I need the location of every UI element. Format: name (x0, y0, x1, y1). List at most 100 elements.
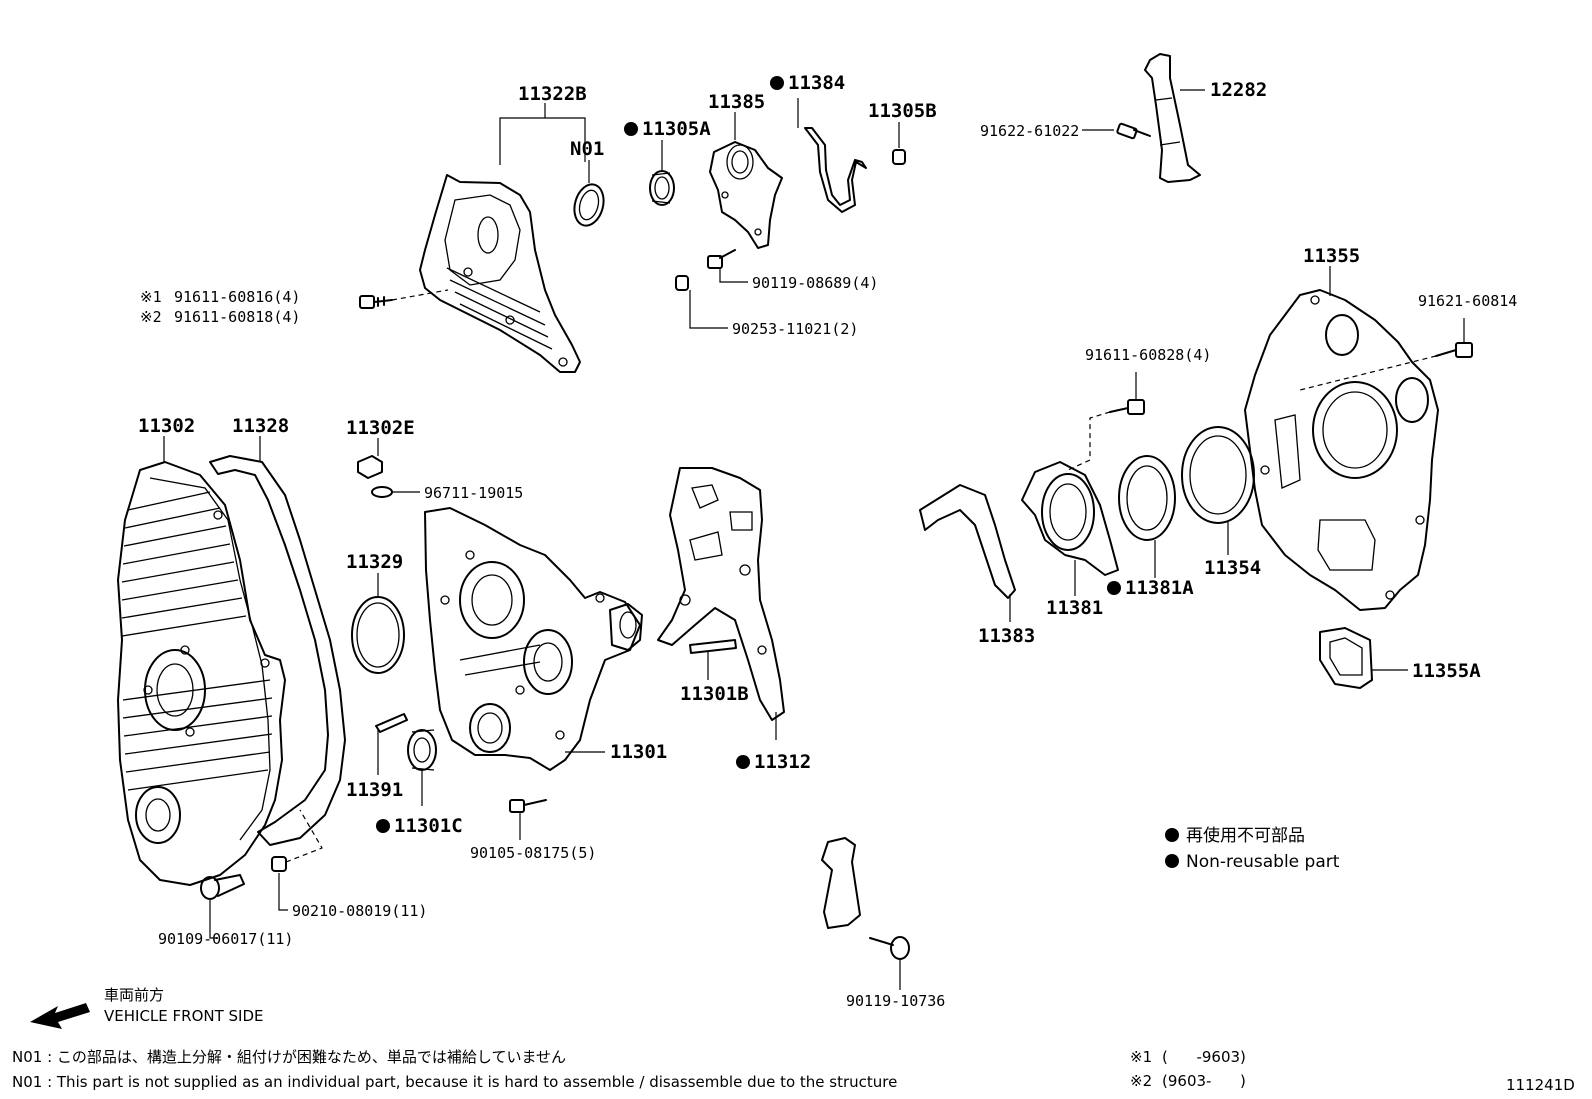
label-11305b: 11305B (868, 100, 937, 122)
part-11355-end-plate[interactable] (1244, 289, 1439, 611)
label-11354: 11354 (1204, 557, 1261, 579)
part-11328-gasket[interactable] (209, 455, 346, 846)
part-11385-retainer[interactable] (709, 141, 783, 249)
label-11301b: 11301B (680, 683, 749, 705)
nonreusable-mark-11312 (736, 755, 750, 769)
bolt-90105-08175[interactable] (509, 799, 547, 813)
diagram-id: 111241D (1506, 1076, 1575, 1094)
direction-jp: 車両前方 (104, 986, 164, 1004)
bolt-91611-60828[interactable] (1109, 399, 1145, 415)
label-12282: 12282 (1210, 79, 1267, 101)
leader-90119-08689 (719, 268, 748, 283)
nonreusable-mark-11384 (770, 76, 784, 90)
vehicle-front-indicator: 車両前方 VEHICLE FRONT SIDE (30, 986, 264, 1029)
part-11301-timing-case[interactable] (424, 507, 643, 771)
footnotes: N01 : この部品は、構造上分解・組付けが困難なため、単品では補給していません… (12, 1048, 1575, 1094)
label-11302: 11302 (138, 415, 195, 437)
part-12282-bracket[interactable] (1144, 53, 1201, 183)
part-11305a-oil-seal[interactable] (649, 170, 675, 206)
dash-91611-60828 (1067, 411, 1111, 471)
label-90119-08689: 90119-08689(4) (752, 274, 878, 292)
note-jp: N01 : この部品は、構造上分解・組付けが困難なため、単品では補給していません (12, 1048, 566, 1066)
label-91611-60818: 91611-60818(4) (174, 308, 300, 326)
part-11301b-stud[interactable] (689, 639, 737, 654)
part-11302-timing-cover[interactable] (117, 461, 286, 886)
label-11301c: 11301C (394, 815, 463, 837)
part-11391-pin[interactable] (375, 713, 408, 733)
label-11355: 11355 (1303, 245, 1360, 267)
part-lower-bracket[interactable] (821, 837, 861, 929)
part-11329-oring[interactable] (351, 596, 405, 674)
label-11383: 11383 (978, 625, 1035, 647)
part-11355a-cover[interactable] (1319, 627, 1373, 689)
label-96711-19015: 96711-19015 (424, 484, 523, 502)
applicability-1-mark: ※1 (1130, 1048, 1152, 1066)
label-91621-60814: 91621-60814 (1418, 292, 1517, 310)
applicability-2-mark: ※2 (1130, 1072, 1152, 1090)
legend: 再使用不可部品 Non-reusable part (1165, 825, 1340, 872)
label-11384: 11384 (788, 72, 845, 94)
part-11305b-pin[interactable] (892, 149, 906, 165)
label-90210-08019: 90210-08019(11) (292, 902, 427, 920)
leader-11322b (499, 117, 586, 165)
part-11384-gasket[interactable] (804, 127, 867, 213)
bolt-91611-60816[interactable] (359, 295, 393, 309)
note-en: N01 : This part is not supplied as an in… (12, 1073, 897, 1091)
label-11391: 11391 (346, 779, 403, 801)
label-11305a: 11305A (642, 118, 711, 140)
part-n01-seal[interactable] (570, 181, 608, 229)
label-11355a: 11355A (1412, 660, 1481, 682)
applicability-1-range: ( -9603) (1162, 1048, 1246, 1066)
bolt-90119-08689[interactable] (707, 249, 736, 269)
label-11302e: 11302E (346, 417, 415, 439)
direction-en: VEHICLE FRONT SIDE (104, 1007, 264, 1025)
dash-90210-08019 (285, 809, 323, 863)
label-91622-61022: 91622-61022 (980, 122, 1079, 140)
bolt-91621-60814[interactable] (1435, 342, 1473, 358)
mark-2: ※2 (140, 308, 162, 326)
label-11322b: 11322B (518, 83, 587, 105)
nonreusable-mark-11381a (1107, 581, 1121, 595)
label-90109-06017: 90109-06017(11) (158, 930, 293, 948)
part-11302e-plug[interactable] (357, 455, 383, 479)
label-11312: 11312 (754, 751, 811, 773)
label-11328: 11328 (232, 415, 289, 437)
label-n01: N01 (570, 138, 604, 160)
part-11383-gasket[interactable] (919, 484, 1016, 599)
collar-90210-08019[interactable] (271, 856, 287, 872)
label-11301: 11301 (610, 741, 667, 763)
front-arrow-icon (30, 1003, 90, 1029)
nonreusable-mark-11301c (376, 819, 390, 833)
legend-bullet-en (1165, 854, 1179, 868)
label-91611-60816: 91611-60816(4) (174, 288, 300, 306)
part-11312-gasket[interactable] (657, 467, 785, 721)
part-11381a-oil-seal[interactable] (1118, 455, 1176, 541)
nonreusable-mark-11305a (624, 122, 638, 136)
bolt-90109-06017[interactable] (200, 874, 245, 900)
part-11322b-cover-plate[interactable] (419, 174, 581, 373)
label-11385: 11385 (708, 91, 765, 113)
label-11329: 11329 (346, 551, 403, 573)
leader-90109-06017 (209, 900, 218, 939)
dash-91611-60816 (391, 289, 449, 301)
label-11381: 11381 (1046, 597, 1103, 619)
leader-90210-08019 (278, 873, 288, 911)
label-91611-60828: 91611-60828(4) (1085, 346, 1211, 364)
bolt-90119-10736[interactable] (869, 936, 910, 960)
part-11381-retainer[interactable] (1021, 461, 1119, 576)
part-11301c-oil-seal[interactable] (407, 729, 437, 771)
bolt-91622-61022[interactable] (1116, 122, 1151, 140)
cover-ribs (121, 491, 273, 791)
pin-90253-11021[interactable] (675, 275, 689, 291)
label-90119-10736: 90119-10736 (846, 992, 945, 1010)
part-11354-oil-seal[interactable] (1181, 426, 1255, 524)
bolt-number-labels: 91622-61022 ※1 91611-60816(4) ※2 91611-6… (140, 122, 1517, 1010)
mark-1: ※1 (140, 288, 162, 306)
part-96711-19015-oring[interactable] (371, 486, 393, 498)
leader-90253-11021 (689, 290, 728, 329)
part-number-labels: 11322B N01 11305A 11385 11384 11305B 122… (138, 72, 1481, 837)
label-11381a: 11381A (1125, 577, 1194, 599)
legend-jp: 再使用不可部品 (1186, 825, 1305, 846)
label-90105-08175: 90105-08175(5) (470, 844, 596, 862)
